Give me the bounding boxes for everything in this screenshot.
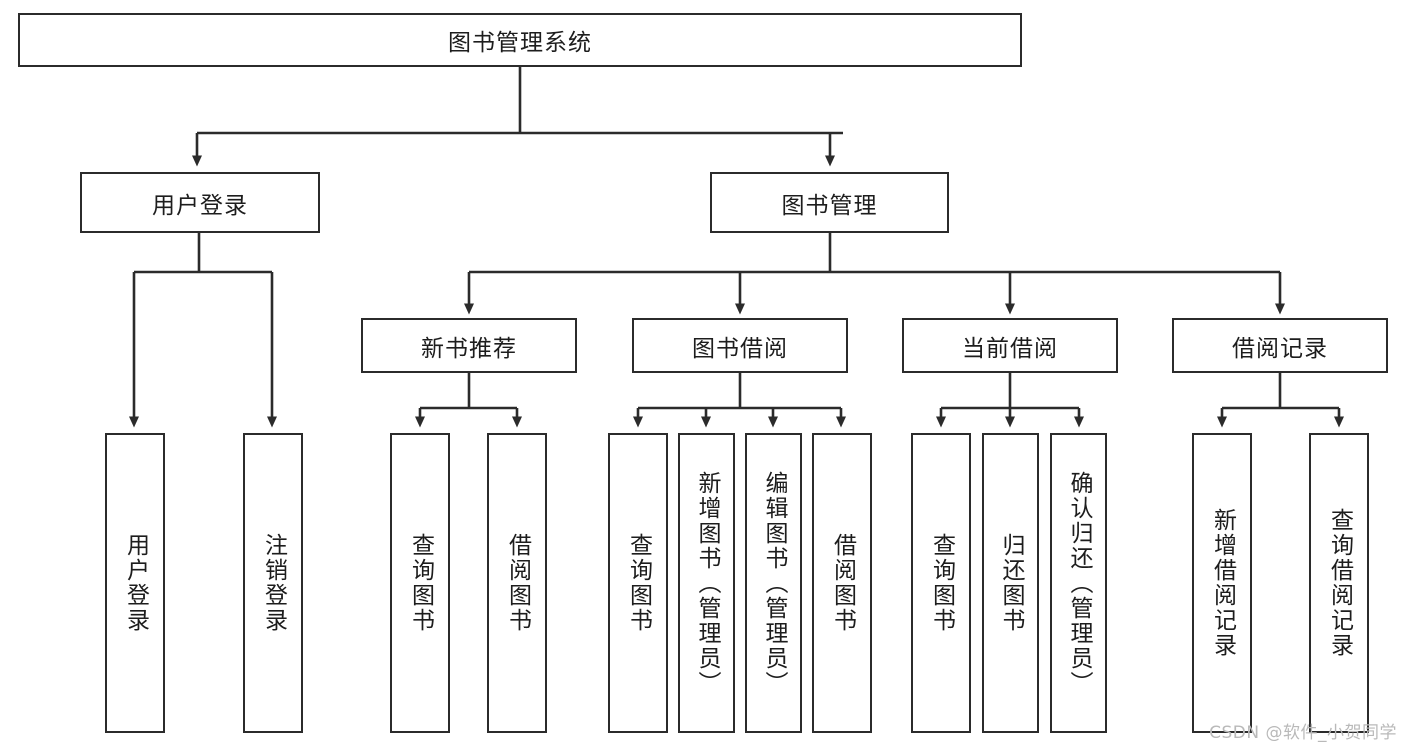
leaf-confirm-return-admin[interactable]: 确认归还（管理员） bbox=[1050, 433, 1107, 733]
leaf-return-book[interactable]: 归还图书 bbox=[982, 433, 1039, 733]
node-root[interactable]: 图书管理系统 bbox=[18, 13, 1022, 67]
leaf-add-book-admin[interactable]: 新增图书（管理员） bbox=[678, 433, 735, 733]
leaf-confirm-return-admin-label: 确认归还（管理员） bbox=[1066, 470, 1092, 696]
leaf-query-book-current-label: 查询图书 bbox=[928, 533, 955, 633]
node-root-label: 图书管理系统 bbox=[448, 30, 592, 56]
node-borrow-record[interactable]: 借阅记录 bbox=[1172, 318, 1388, 373]
leaf-query-borrow-record[interactable]: 查询借阅记录 bbox=[1309, 433, 1369, 733]
leaf-query-book-borrow-label: 查询图书 bbox=[625, 533, 652, 633]
leaf-add-borrow-record-label: 新增借阅记录 bbox=[1209, 508, 1236, 658]
leaf-add-borrow-record[interactable]: 新增借阅记录 bbox=[1192, 433, 1252, 733]
leaf-edit-book-admin-label: 编辑图书（管理员） bbox=[761, 470, 787, 696]
node-book-manage[interactable]: 图书管理 bbox=[710, 172, 949, 233]
leaf-logout-label: 注销登录 bbox=[260, 533, 287, 633]
leaf-edit-book-admin[interactable]: 编辑图书（管理员） bbox=[745, 433, 802, 733]
leaf-borrow-book-new[interactable]: 借阅图书 bbox=[487, 433, 547, 733]
leaf-query-book-new-label: 查询图书 bbox=[407, 533, 434, 633]
leaf-user-login[interactable]: 用户登录 bbox=[105, 433, 165, 733]
node-book-borrow-label: 图书借阅 bbox=[692, 335, 788, 362]
leaf-borrow-book-borrow-label: 借阅图书 bbox=[829, 533, 856, 633]
node-user-login[interactable]: 用户登录 bbox=[80, 172, 320, 233]
node-book-manage-label: 图书管理 bbox=[781, 192, 878, 219]
leaf-logout[interactable]: 注销登录 bbox=[243, 433, 303, 733]
node-new-book-recommend-label: 新书推荐 bbox=[421, 335, 517, 362]
leaf-query-book-borrow[interactable]: 查询图书 bbox=[608, 433, 668, 733]
node-current-borrow[interactable]: 当前借阅 bbox=[902, 318, 1118, 373]
leaf-borrow-book-new-label: 借阅图书 bbox=[504, 533, 531, 633]
leaf-borrow-book-borrow[interactable]: 借阅图书 bbox=[812, 433, 872, 733]
node-current-borrow-label: 当前借阅 bbox=[962, 335, 1058, 362]
node-user-login-label: 用户登录 bbox=[152, 192, 248, 219]
leaf-user-login-label: 用户登录 bbox=[122, 533, 149, 633]
node-borrow-record-label: 借阅记录 bbox=[1232, 335, 1328, 362]
node-book-borrow[interactable]: 图书借阅 bbox=[632, 318, 848, 373]
leaf-query-book-new[interactable]: 查询图书 bbox=[390, 433, 450, 733]
leaf-return-book-label: 归还图书 bbox=[998, 533, 1024, 633]
leaf-query-book-current[interactable]: 查询图书 bbox=[911, 433, 971, 733]
leaf-query-borrow-record-label: 查询借阅记录 bbox=[1326, 508, 1353, 658]
node-new-book-recommend[interactable]: 新书推荐 bbox=[361, 318, 577, 373]
leaf-add-book-admin-label: 新增图书（管理员） bbox=[694, 470, 720, 696]
